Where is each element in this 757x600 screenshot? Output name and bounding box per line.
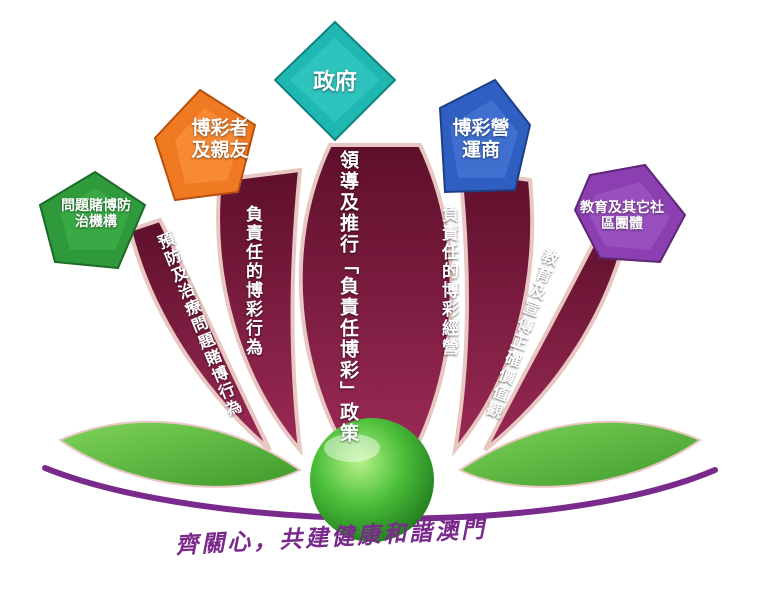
government-label: 政府 xyxy=(312,70,357,95)
gamblers-family-label: 博彩者及親友 xyxy=(191,117,249,161)
petal-government-text: 領導及推行「負責任博彩」政策 xyxy=(337,150,359,444)
center-ball-highlight xyxy=(324,434,380,462)
petal-government xyxy=(298,143,454,452)
petal-gamblers xyxy=(216,167,303,457)
center-ball xyxy=(310,418,434,542)
left-leaf xyxy=(57,420,302,488)
right-leaf xyxy=(458,420,703,488)
petal-education xyxy=(483,216,633,452)
operators-label: 博彩營運商 xyxy=(452,117,510,161)
petal-gamblers-text: 負責任的博彩行為 xyxy=(242,205,262,357)
education-community-label: 教育及其它社區團體 xyxy=(580,200,664,233)
node-operators xyxy=(438,78,532,194)
node-gamblers-family xyxy=(153,88,257,202)
node-treatment-agencies xyxy=(38,170,147,270)
petal-operators-text: 負責任的博彩經營 xyxy=(438,205,458,357)
petal-operators xyxy=(451,167,535,457)
petal-treatment xyxy=(127,217,272,452)
treatment-agencies-label: 問題賭博防治機構 xyxy=(61,198,131,231)
node-education-community xyxy=(573,163,687,264)
node-government xyxy=(273,20,397,142)
